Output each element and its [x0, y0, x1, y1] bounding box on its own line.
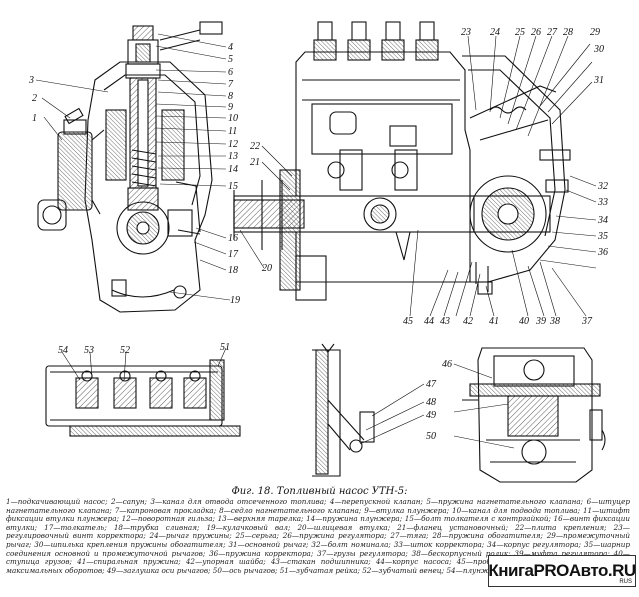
callout-18: 18	[228, 265, 238, 276]
delivery-valve-holders	[313, 21, 439, 61]
callout-29: 29	[590, 27, 600, 38]
callout-53: 53	[84, 345, 94, 356]
callout-33: 33	[597, 197, 608, 208]
callout-41: 41	[489, 316, 499, 327]
callout-47: 47	[426, 379, 437, 390]
callout-25: 25	[515, 27, 525, 38]
callout-43: 43	[440, 316, 450, 327]
watermark-subtext: RUS	[619, 579, 632, 585]
rack-detail-view	[45, 359, 241, 437]
callout-27: 27	[547, 27, 558, 38]
callout-3: 3	[28, 75, 34, 86]
callout-31: 31	[593, 75, 604, 86]
callout-19: 19	[230, 295, 240, 306]
lever-detail-view	[312, 343, 375, 477]
callout-54: 54	[58, 345, 68, 356]
callout-40: 40	[519, 316, 529, 327]
callout-30: 30	[593, 44, 604, 55]
callout-23: 23	[461, 27, 471, 38]
callout-50: 50	[426, 431, 436, 442]
callout-13: 13	[228, 151, 238, 162]
watermark-suffix: .RU	[607, 561, 636, 580]
callout-22: 22	[250, 141, 260, 152]
watermark-text: КнигаPROАвто.RU	[488, 561, 636, 581]
callout-7: 7	[228, 79, 234, 90]
callout-45: 45	[403, 316, 413, 327]
callout-36: 36	[597, 247, 608, 258]
callout-37: 37	[581, 316, 593, 327]
callout-34: 34	[597, 215, 608, 226]
callout-38: 38	[549, 316, 560, 327]
callout-4: 4	[228, 42, 233, 53]
callout-21: 21	[250, 157, 260, 168]
callout-46: 46	[442, 359, 452, 370]
pump-governor-longitudinal-view	[233, 21, 571, 301]
callout-35: 35	[597, 231, 608, 242]
callout-17: 17	[228, 249, 239, 260]
callout-2: 2	[32, 93, 37, 104]
callout-44: 44	[424, 316, 434, 327]
callout-32: 32	[597, 181, 608, 192]
callout-20: 20	[262, 263, 272, 274]
figure-caption-legend: 1—подкачивающий насос; 2—сапун; 3—канал …	[6, 497, 630, 575]
callout-48: 48	[426, 397, 436, 408]
callout-5: 5	[228, 54, 233, 65]
callout-28: 28	[563, 27, 573, 38]
callout-1: 1	[32, 113, 37, 124]
callout-52: 52	[120, 345, 130, 356]
leader-lines	[35, 33, 597, 449]
callout-11: 11	[228, 126, 237, 137]
callout-39: 39	[535, 316, 546, 327]
callout-12: 12	[228, 139, 238, 150]
watermark-logo: КнигаPROАвто.RU RUS	[488, 555, 636, 587]
pump-section-view	[37, 21, 223, 313]
callout-10: 10	[228, 113, 238, 124]
callout-16: 16	[228, 233, 238, 244]
callout-9: 9	[228, 102, 233, 113]
callout-14: 14	[228, 164, 238, 175]
callout-49: 49	[426, 410, 436, 421]
governor-cross-section-view	[462, 347, 606, 483]
callout-26: 26	[531, 27, 541, 38]
callout-numbers: 1 2 3 4 5 6 7 8 9 10 11 12 13 14 15 16 1…	[28, 27, 608, 442]
callout-8: 8	[228, 91, 233, 102]
callout-42: 42	[463, 316, 473, 327]
callout-6: 6	[228, 67, 233, 78]
callout-51: 51	[220, 342, 230, 353]
watermark-name: КнигаPROАвто	[488, 561, 608, 580]
figure-caption-title: Фиг. 18. Топливный насос УТН-5:	[231, 486, 408, 497]
callout-15: 15	[228, 181, 238, 192]
callout-24: 24	[490, 27, 500, 38]
